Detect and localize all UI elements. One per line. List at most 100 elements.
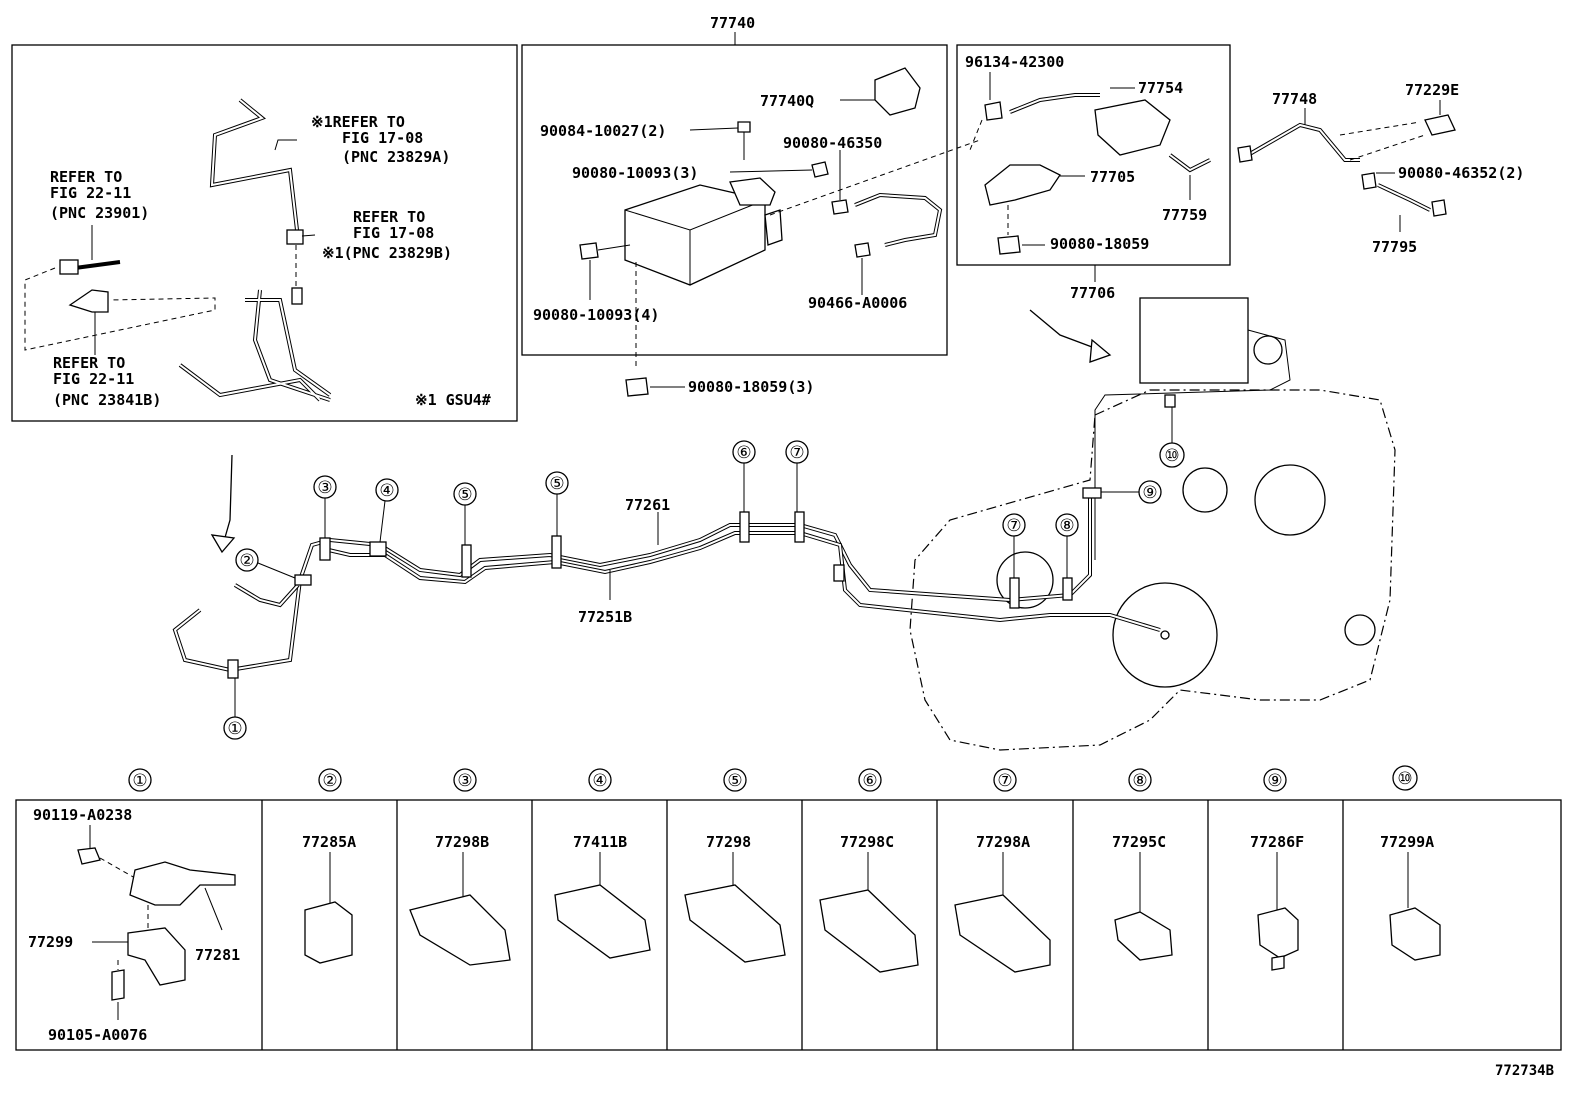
label-77754: 77754: [1138, 79, 1183, 97]
clamp-90466-A0006: [854, 242, 871, 258]
part-90119-A0238: 90119-A0238: [33, 806, 132, 824]
inset-frame: [11, 44, 518, 422]
filter-frame: [956, 44, 1231, 266]
part-90105-A0076: 90105-A0076: [48, 1026, 147, 1044]
clamp-77229E: [1424, 114, 1456, 136]
callout-3: ③: [317, 478, 332, 498]
pipe-77261: [172, 490, 1092, 673]
hose-77748: [1247, 122, 1360, 162]
label-77251B: 77251B: [578, 608, 632, 626]
label-90080-18059-3: 90080-18059(3): [688, 378, 814, 396]
table-header-7: ⑦: [997, 771, 1012, 791]
clamp-cell-3: 77298B: [409, 833, 511, 966]
clamp-77298B: [409, 894, 511, 966]
part-77299A: 77299A: [1380, 833, 1434, 851]
clamp-cell-1: 90119-A0238 77281 77299 90105-A0076: [28, 806, 240, 1044]
part-77298A: 77298A: [976, 833, 1030, 851]
fuel-tank-assembly: [909, 297, 1396, 751]
figure-code: 772734B: [1495, 1063, 1554, 1079]
table-header-10: ⑩: [1397, 769, 1412, 789]
nut-90080-18059-b: [997, 235, 1021, 255]
clamp-77298: [684, 884, 786, 963]
callout-5a: ⑤: [457, 485, 472, 505]
clamp-77285A: [304, 901, 353, 964]
part-77285A: 77285A: [302, 833, 356, 851]
inset-ref1-line3: (PNC 23901): [50, 204, 149, 222]
label-77795: 77795: [1372, 238, 1417, 256]
table-header-2: ②: [322, 771, 337, 791]
pipe-callouts: ① ② ③ ④ ⑤ ⑤ ⑥ ⑦ ⑦ ⑧ ⑨ ⑩: [223, 407, 1185, 740]
air-filter: [1094, 99, 1171, 156]
fuel-tank: [909, 389, 1396, 751]
clamp-cell-8: 77295C: [1112, 833, 1173, 961]
callout-5b: ⑤: [549, 474, 564, 494]
inset-ref2-line2: FIG 22-11: [53, 370, 134, 388]
inset-note1-line2: FIG 17-08: [342, 129, 423, 147]
callout-6: ⑥: [736, 443, 751, 463]
label-77261: 77261: [625, 496, 670, 514]
label-77740: 77740: [710, 14, 755, 32]
clamp-90080-46350: [831, 199, 849, 215]
label-77759: 77759: [1162, 206, 1207, 224]
clamp-cell-7: 77298A: [954, 833, 1051, 973]
inset-clip: [286, 229, 304, 245]
clamp-table-frame: [15, 799, 1562, 1051]
clamp-77286F: [1257, 907, 1299, 959]
label-90080-18059: 90080-18059: [1050, 235, 1149, 253]
callout-10: ⑩: [1164, 446, 1179, 466]
part-77281: 77281: [195, 946, 240, 964]
clamp-cell-6: 77298C: [819, 833, 919, 973]
clamp-table-dividers: [261, 800, 1344, 1050]
canister-hose: [854, 192, 943, 247]
label-77706: 77706: [1070, 284, 1115, 302]
callout-4: ④: [379, 481, 394, 501]
inset-pipes: [178, 289, 332, 402]
callout-8: ⑧: [1059, 516, 1074, 536]
callout-2: ②: [239, 551, 254, 571]
clamp-77298A: [954, 894, 1051, 973]
charcoal-canister: [624, 184, 766, 286]
reference-inset: ※1REFER TO FIG 17-08 (PNC 23829A) REFER …: [11, 44, 518, 422]
label-90084-10027: 90084-10027(2): [540, 122, 666, 140]
label-90080-10093-3: 90080-10093(3): [572, 164, 698, 182]
label-90080-46350: 90080-46350: [783, 134, 882, 152]
label-96134-42300: 96134-42300: [965, 53, 1064, 71]
label-77229E: 77229E: [1405, 81, 1459, 99]
label-90080-10093-4: 90080-10093(4): [533, 306, 659, 324]
label-90080-46352: 90080-46352(2): [1398, 164, 1524, 182]
callout-1: ①: [227, 719, 242, 739]
clamp-77299: [127, 927, 186, 986]
bolt-90084: [737, 121, 751, 133]
clamp-cell-5: 77298: [684, 833, 786, 963]
hose-group-77748: 77748 77229E 90080-46352(2) 77795: [1237, 81, 1524, 256]
clamp-cell-9: 77286F: [1250, 833, 1304, 971]
table-header-3: ③: [457, 771, 472, 791]
label-90466-A0006: 90466-A0006: [808, 294, 907, 312]
clip-96134: [984, 101, 1003, 121]
clamp-cell-10: 77299A: [1380, 833, 1441, 961]
canister-77706: [1139, 297, 1249, 384]
table-header-6: ⑥: [862, 771, 877, 791]
arrow-filter: [1029, 309, 1101, 351]
clamp-77298C: [819, 889, 919, 973]
callout-9: ⑨: [1142, 483, 1157, 503]
vsv-valve: [874, 67, 921, 116]
inset-footnote: ※1 GSU4#: [415, 391, 491, 409]
bracket-77705: [984, 164, 1061, 206]
inset-note1-line1: ※1REFER TO: [311, 113, 405, 131]
filter-group: 96134-42300 77754 77759 77705 90080-1805…: [956, 44, 1231, 302]
bolt-90080-10093-4: [579, 242, 599, 260]
inset-ref2-line3: (PNC 23841B): [53, 391, 161, 409]
bolt-90080-10093: [811, 161, 829, 178]
callout-7a: ⑦: [789, 443, 804, 463]
inset-ref1-line2: FIG 22-11: [50, 184, 131, 202]
inset-connector: [59, 259, 79, 275]
part-77411B: 77411B: [573, 833, 627, 851]
label-77705: 77705: [1090, 168, 1135, 186]
table-header-5: ⑤: [727, 771, 742, 791]
bolt-90105: [111, 969, 125, 1001]
fuel-pipes: 77261 77251B: [172, 394, 1176, 679]
table-header-8: ⑧: [1132, 771, 1147, 791]
part-77298B: 77298B: [435, 833, 489, 851]
